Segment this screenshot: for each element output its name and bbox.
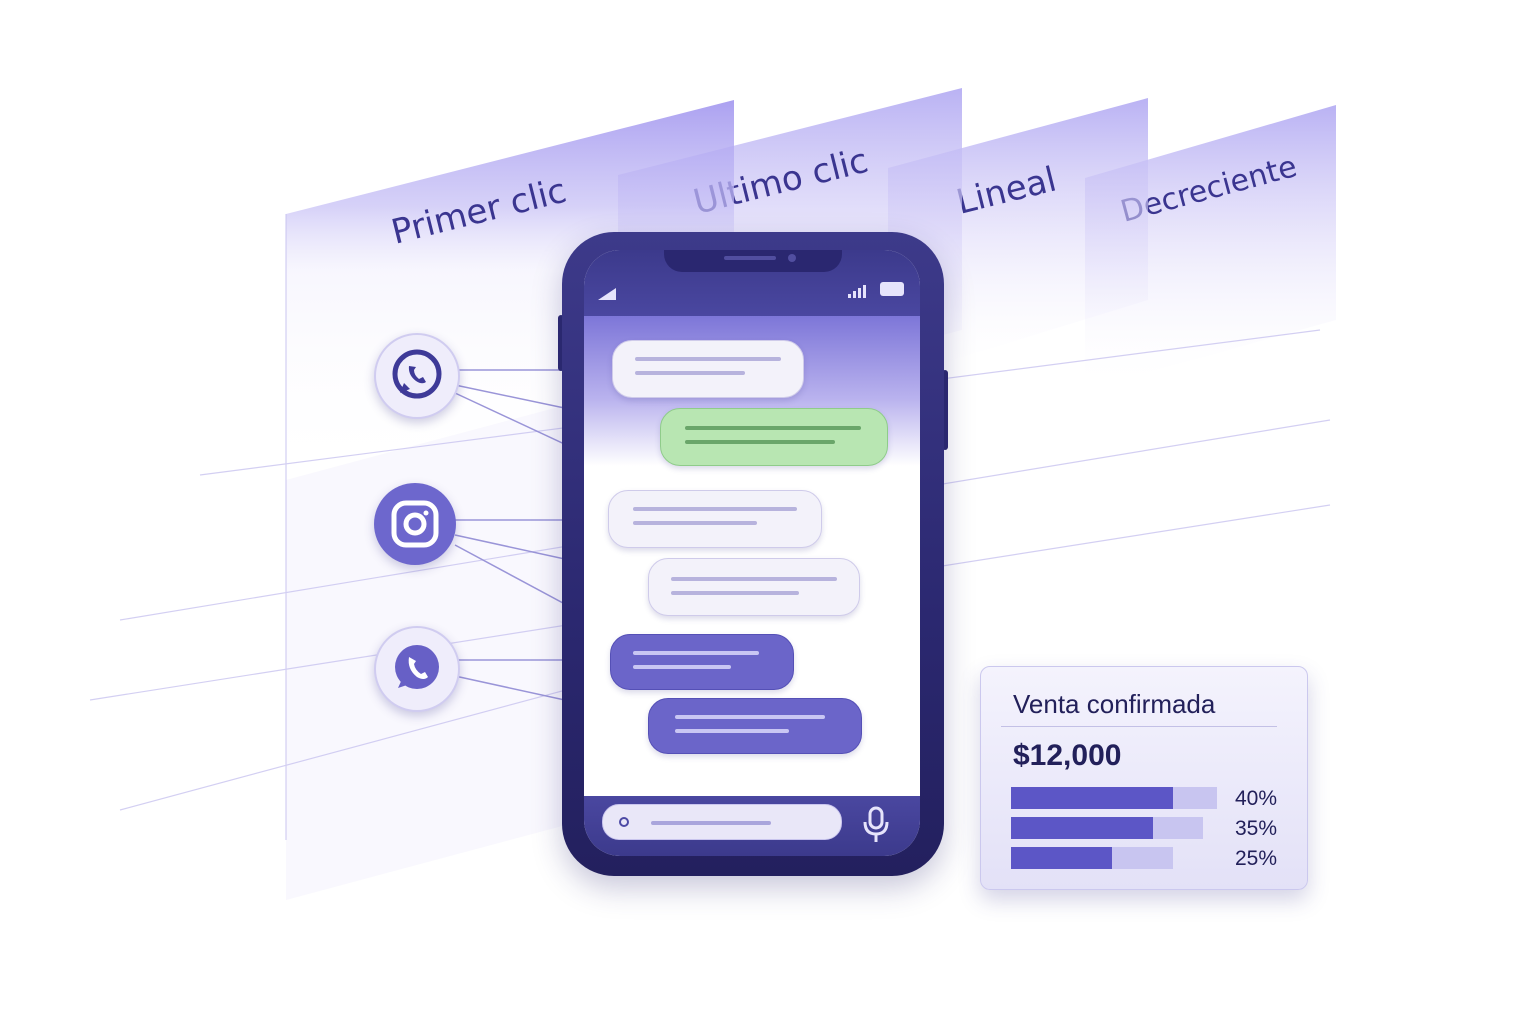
phone-screen xyxy=(584,250,920,856)
phone-notch xyxy=(664,250,842,272)
attribution-bar-label: 35% xyxy=(1235,817,1278,840)
phone-call-icon[interactable] xyxy=(374,626,460,712)
message-bubble-1[interactable] xyxy=(612,340,804,398)
microphone-icon[interactable] xyxy=(858,804,894,844)
battery-icon xyxy=(880,282,904,296)
phone-side-button xyxy=(558,315,564,371)
camera-icon xyxy=(788,254,796,262)
message-bubble-4[interactable] xyxy=(648,558,860,616)
instagram-icon[interactable] xyxy=(374,483,456,565)
message-input[interactable] xyxy=(602,804,842,840)
attribution-bar-label: 40% xyxy=(1235,787,1278,810)
message-bubble-6[interactable] xyxy=(648,698,862,754)
phone-power-button xyxy=(942,370,948,450)
input-placeholder-line xyxy=(651,821,771,825)
whatsapp-icon[interactable] xyxy=(374,333,460,419)
message-bubble-5[interactable] xyxy=(610,634,794,690)
sale-amount: $12,000 xyxy=(1013,739,1122,772)
divider xyxy=(1001,726,1277,727)
status-icons xyxy=(598,282,904,300)
status-bar xyxy=(584,250,920,316)
wifi-icon xyxy=(598,288,616,300)
attribution-bar-label: 25% xyxy=(1235,847,1278,870)
sale-card: Venta confirmada $12,000 40% 35% 25% xyxy=(980,666,1308,890)
emoji-icon[interactable] xyxy=(619,817,629,827)
sale-title: Venta confirmada xyxy=(1013,689,1216,719)
signal-icon xyxy=(848,285,866,298)
speaker-grille xyxy=(724,256,776,260)
message-bubble-2[interactable] xyxy=(660,408,888,466)
attribution-bar-fill xyxy=(1011,847,1112,869)
attribution-bar-fill xyxy=(1011,787,1173,809)
attribution-bar-fill xyxy=(1011,817,1153,839)
message-input-bar xyxy=(584,796,920,856)
message-bubble-3[interactable] xyxy=(608,490,822,548)
